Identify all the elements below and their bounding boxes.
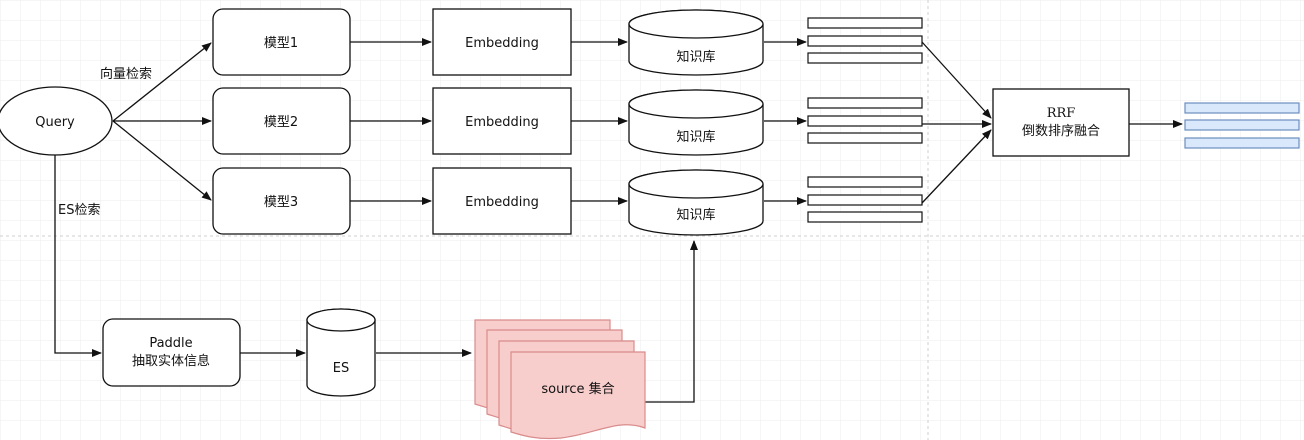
model-node-2[interactable]: 模型2 [212,87,351,155]
paddle-node[interactable]: Paddle 抽取实体信息 [102,318,241,387]
embedding-node-1[interactable]: Embedding [432,8,572,76]
source-collection-label: source 集合 [541,381,614,397]
paddle-label-line2: 抽取实体信息 [132,353,210,369]
knowledge-base-label-3: 知识库 [676,207,715,223]
edges [54,38,1183,403]
embedding-node-3[interactable]: Embedding [432,167,572,235]
result-list-3[interactable] [807,176,923,223]
result-item [807,176,923,188]
final-result-item [1184,102,1300,114]
edge-query-model1 [112,42,212,122]
result-list-1[interactable] [807,17,923,64]
result-item [807,194,923,206]
query-label: Query [35,115,75,130]
result-item [807,132,923,144]
knowledge-base-label-2: 知识库 [676,129,715,145]
embedding-label-3: Embedding [465,195,539,210]
es-label: ES [333,361,349,376]
result-item [807,35,923,47]
model-node-1[interactable]: 模型1 [212,8,351,76]
model-node-3[interactable]: 模型3 [212,167,351,235]
final-result-list[interactable] [1184,102,1300,149]
rrf-node[interactable]: RRF 倒数排序融合 [992,88,1130,157]
model-label-1: 模型1 [264,36,298,51]
embedding-label-2: Embedding [465,115,539,130]
edge-source-kb3 [645,240,698,403]
model-label-3: 模型3 [264,195,298,210]
es-node[interactable]: ES [306,308,376,397]
edge-results3-rrf [921,129,992,204]
knowledge-base-2[interactable]: 知识库 [628,89,764,156]
knowledge-base-3[interactable]: 知识库 [628,169,764,236]
rrf-label-line1: RRF [1047,106,1076,121]
final-result-item [1184,119,1300,131]
source-collection-node[interactable]: source 集合 [474,319,646,440]
result-item [807,17,923,29]
result-item [807,211,923,223]
result-item [807,115,923,127]
edge-label-vector-search: 向量检索 [100,66,152,82]
rrf-label-line2: 倒数排序融合 [1022,124,1100,139]
query-node[interactable]: Query [0,86,113,156]
knowledge-base-1[interactable]: 知识库 [628,9,764,76]
source-doc-sheet [510,351,646,440]
embedding-node-2[interactable]: Embedding [432,87,572,155]
result-item [807,52,923,64]
result-item [807,97,923,109]
result-list-2[interactable] [807,97,923,144]
edge-results1-rrf [921,41,992,119]
model-label-2: 模型2 [264,115,298,130]
edge-label-es-search: ES检索 [58,203,100,218]
edge-query-model3 [112,120,212,201]
knowledge-base-label-1: 知识库 [676,49,715,65]
paddle-label-line1: Paddle [149,336,192,351]
final-result-item [1184,137,1300,149]
edge-query-paddle [54,155,102,357]
embedding-label-1: Embedding [465,36,539,51]
